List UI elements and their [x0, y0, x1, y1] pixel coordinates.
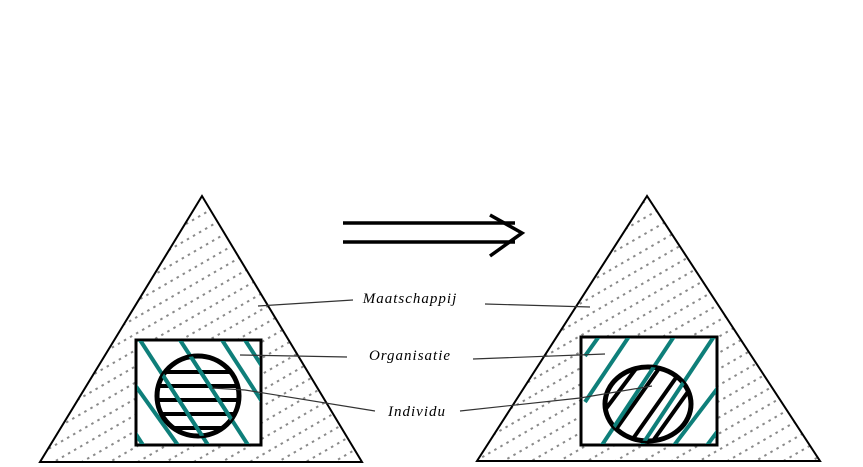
left-pyramid	[38, 194, 364, 463]
organisation-box-right	[579, 335, 719, 447]
label-organisatie: Organisatie	[369, 348, 451, 364]
label-individu: Individu	[387, 404, 446, 420]
leader-lines	[211, 299, 653, 412]
society-triangle-right	[475, 194, 822, 462]
right-pyramid	[475, 194, 822, 462]
double-arrow-right-icon	[343, 213, 526, 258]
individual-circle-left	[154, 353, 242, 439]
label-maatschappij: Maatschappij	[362, 291, 458, 307]
